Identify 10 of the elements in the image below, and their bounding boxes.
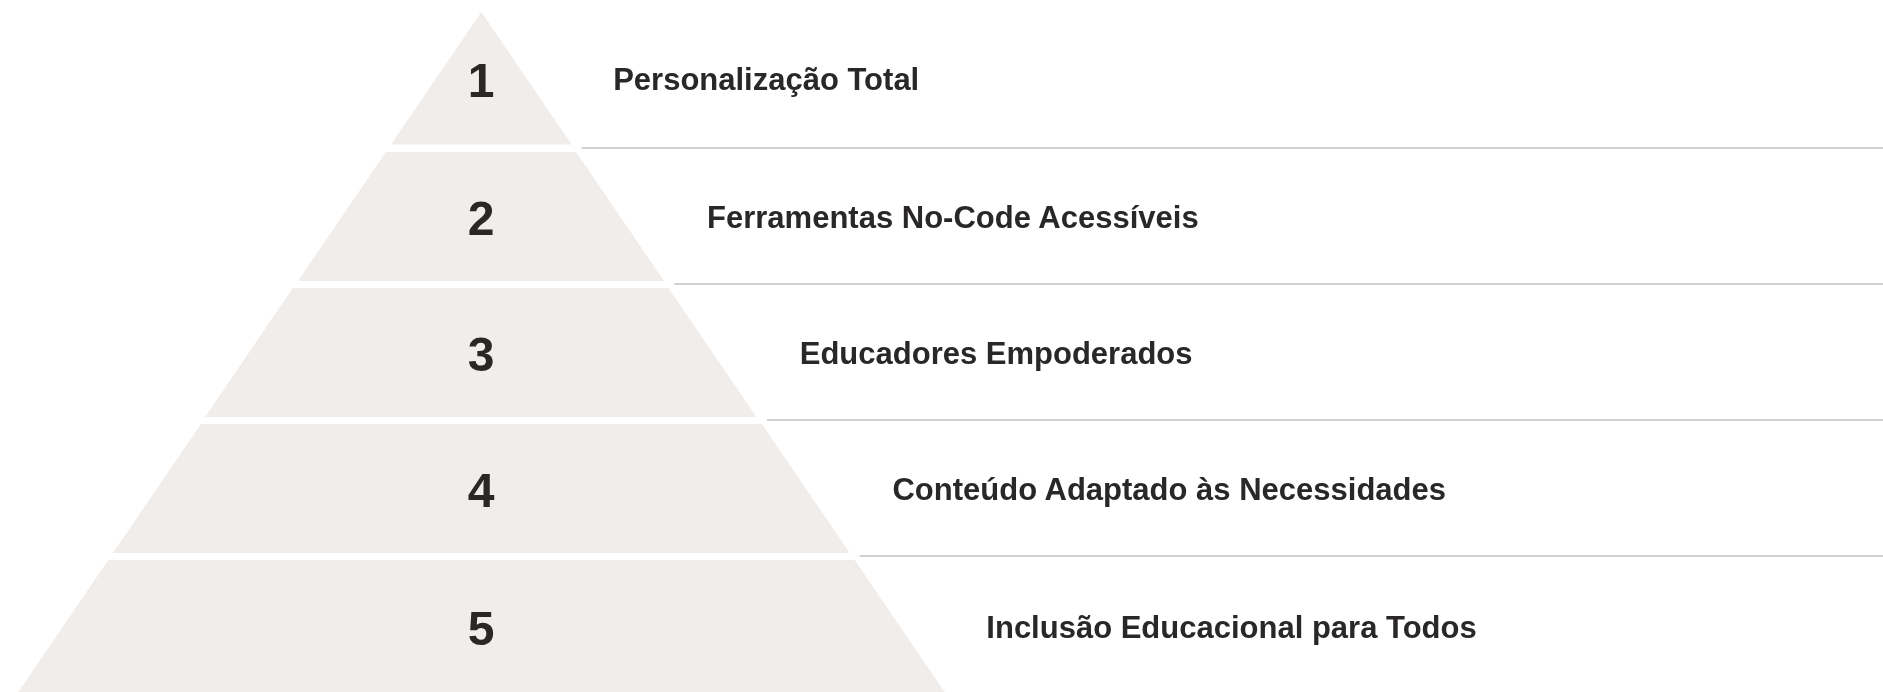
tier-number: 1 — [467, 57, 495, 106]
tier-label: Inclusão Educacional para Todos — [986, 611, 1477, 643]
tier-number: 2 — [467, 195, 495, 243]
tier-label: Conteúdo Adaptado às Necessidades — [892, 473, 1446, 505]
tier-label: Personalização Total — [613, 63, 920, 95]
tier-label: Ferramentas No-Code Acessíveis — [707, 201, 1199, 233]
tier-number: 5 — [467, 604, 495, 653]
tier-label: Educadores Empoderados — [799, 337, 1193, 369]
tier-number: 4 — [467, 467, 495, 515]
tier-number: 3 — [467, 331, 495, 379]
